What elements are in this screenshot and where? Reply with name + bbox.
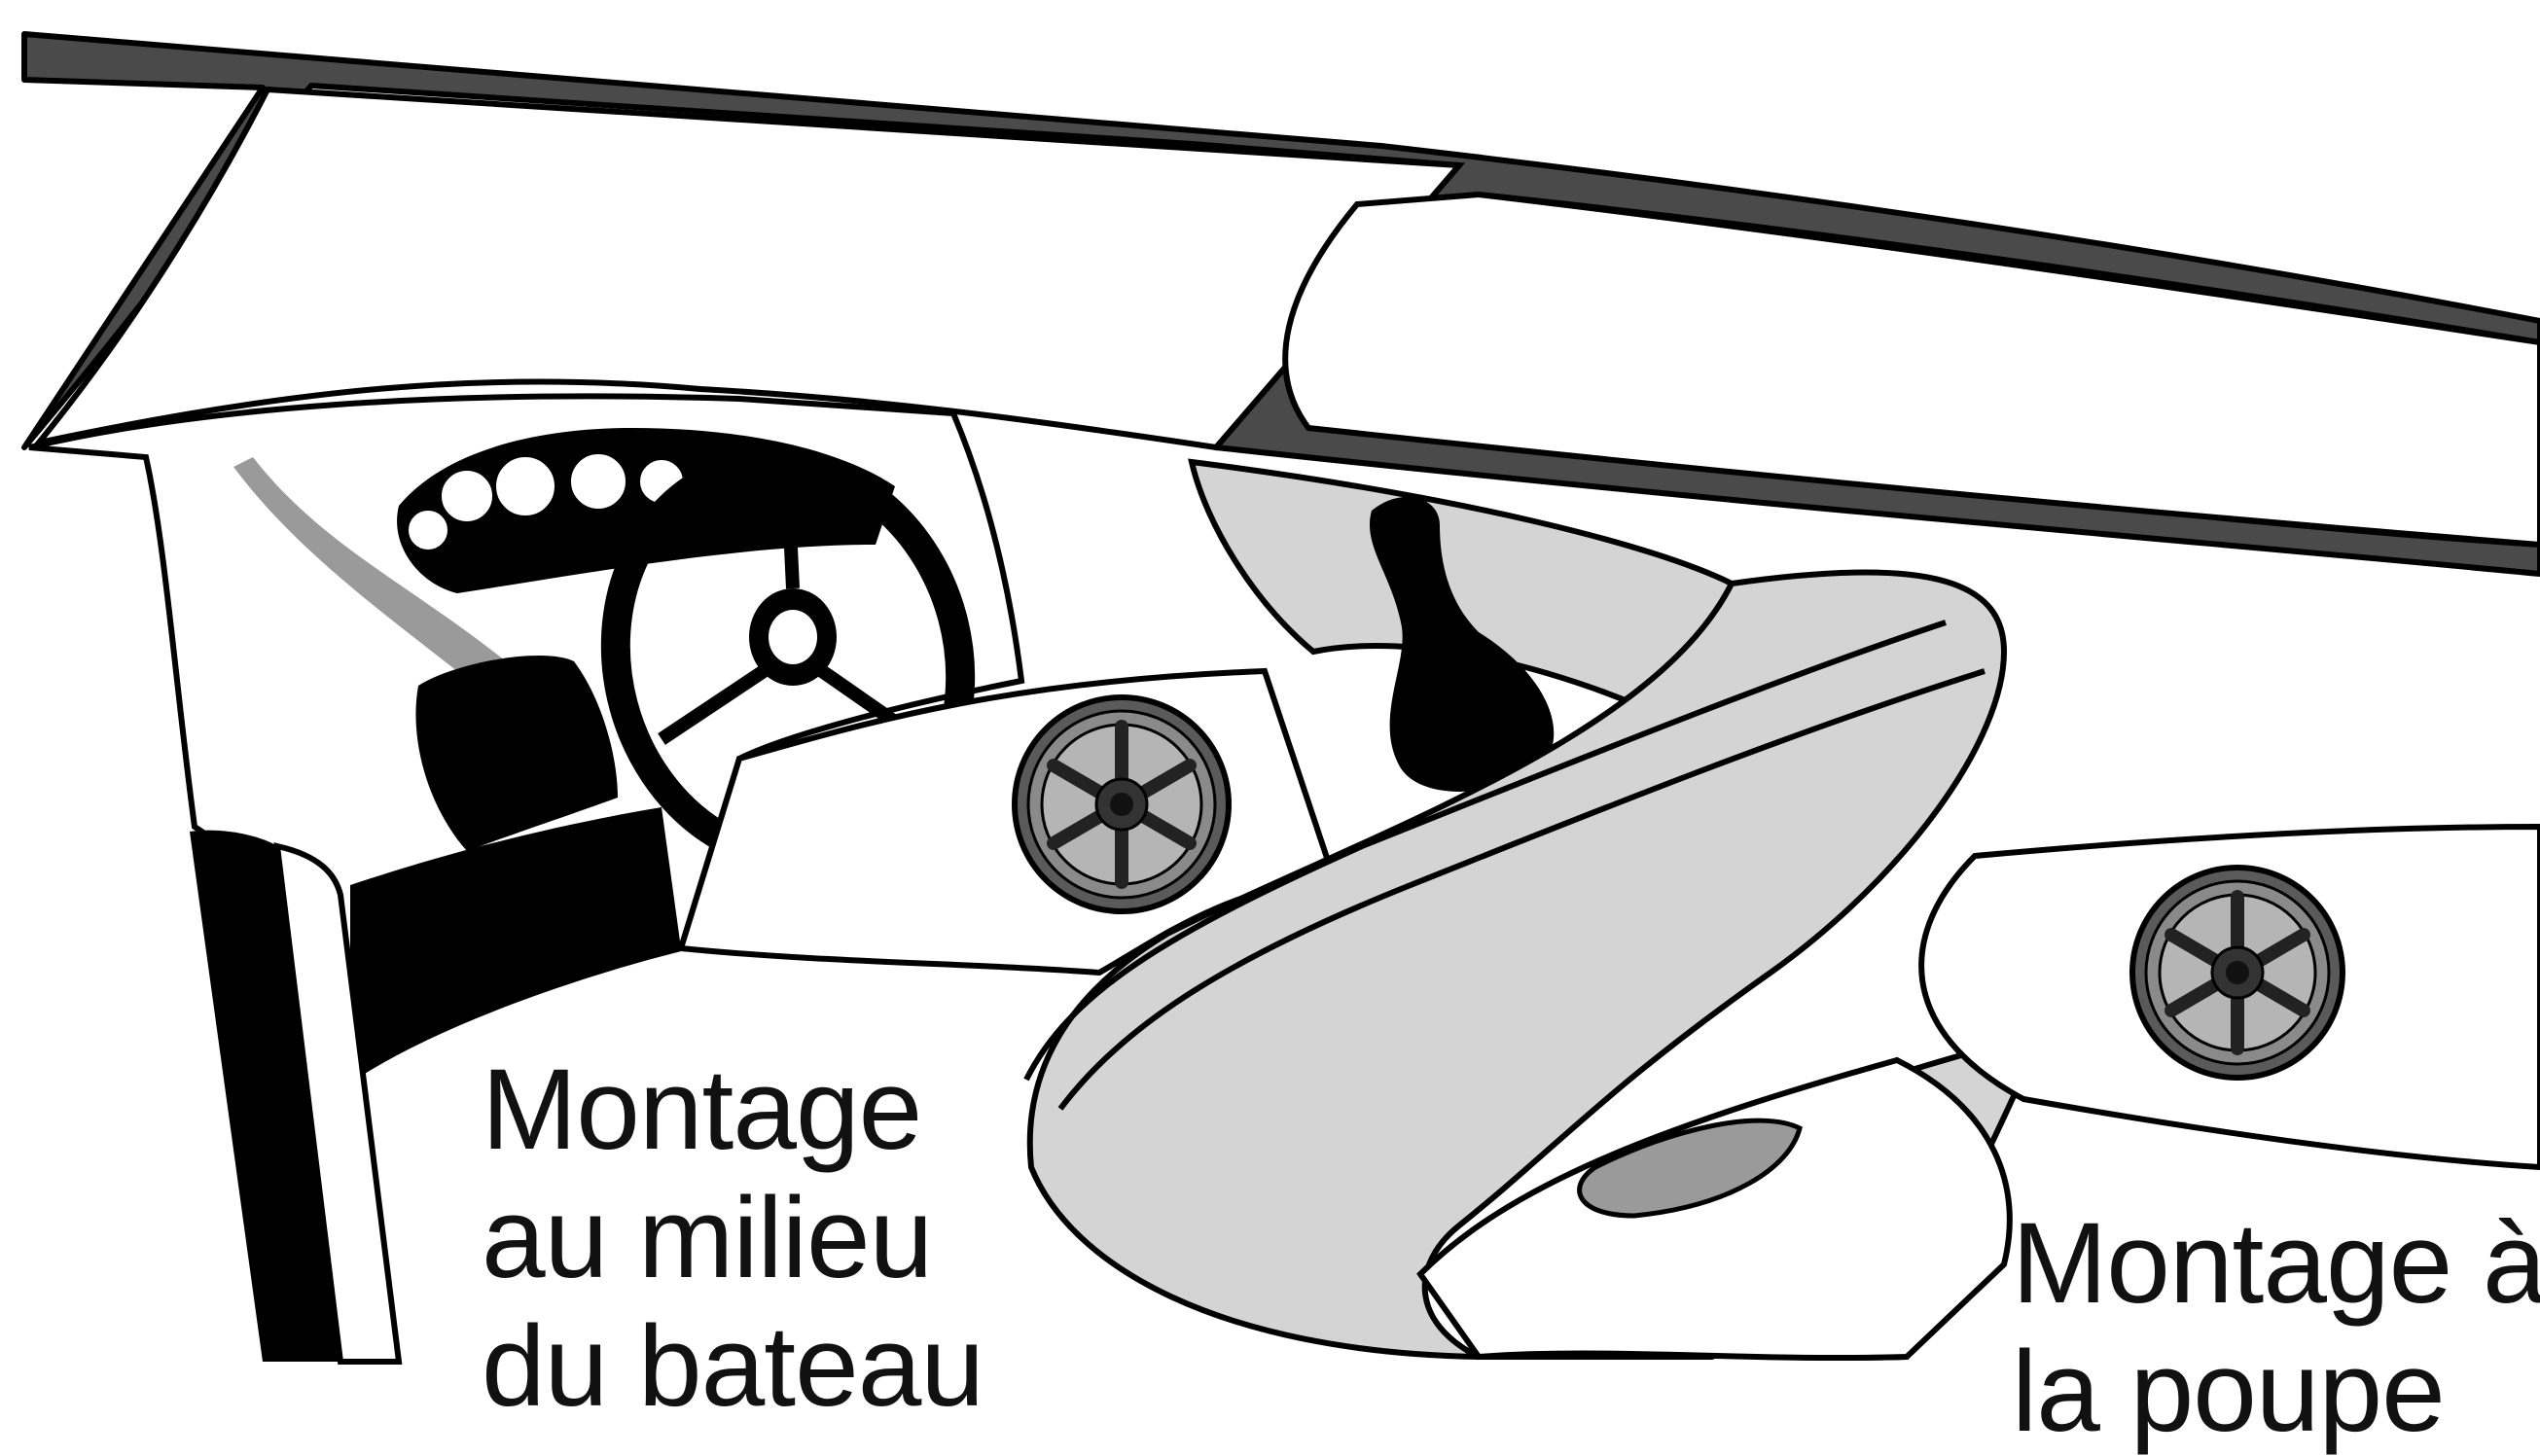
gauge-3 [494,455,556,517]
gauge-1 [407,509,449,551]
speaker-midship [1015,697,1229,911]
speaker-stern [2132,868,2343,1078]
gauge-2 [440,469,494,523]
caption-stern-line2: la poupe [2012,1328,2540,1456]
steering-wheel-hub-center [769,610,817,664]
caption-stern-line1: Montage à [2012,1199,2540,1328]
gauge-4 [569,452,627,511]
caption-midship-line1: Montage [482,1046,984,1174]
caption-midship-mount: Montage au milieu du bateau [482,1046,984,1431]
steering-spoke-1 [788,486,793,588]
caption-midship-line2: au milieu [482,1174,984,1302]
caption-stern-mount: Montage à la poupe [2012,1199,2540,1456]
caption-midship-line3: du bateau [482,1302,984,1431]
